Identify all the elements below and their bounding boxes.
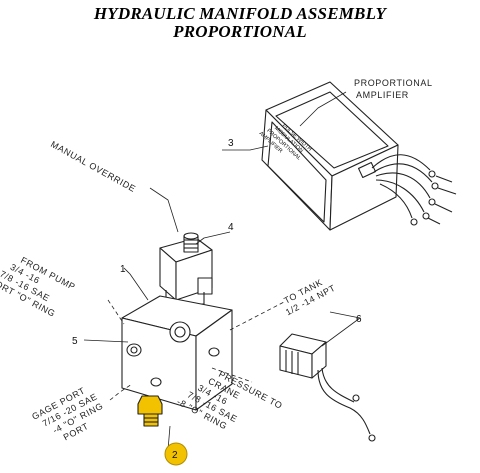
amplifier-label-1: PROPORTIONAL: [354, 78, 433, 88]
callout-2-bubble: [164, 442, 188, 466]
callout-5: 5: [72, 336, 78, 347]
gage-fitting-highlighted: [137, 395, 163, 427]
callout-3: 3: [228, 138, 234, 149]
proportional-amplifier: [261, 81, 457, 231]
callout-6: 6: [356, 314, 362, 325]
diagram-subtitle: PROPORTIONAL: [173, 22, 307, 41]
proportional-valve: [159, 232, 213, 305]
plug-connector: [279, 333, 376, 442]
diagram-title: HYDRAULIC MANIFOLD ASSEMBLY: [93, 4, 387, 23]
callout-2: 2: [172, 450, 178, 461]
callout-1: 1: [120, 264, 126, 275]
manifold-block: [121, 295, 233, 411]
amplifier-label-2: AMPLIFIER: [356, 90, 409, 100]
callout-4: 4: [228, 222, 234, 233]
manual-override-label: MANUAL OVERRIDE: [49, 139, 138, 194]
